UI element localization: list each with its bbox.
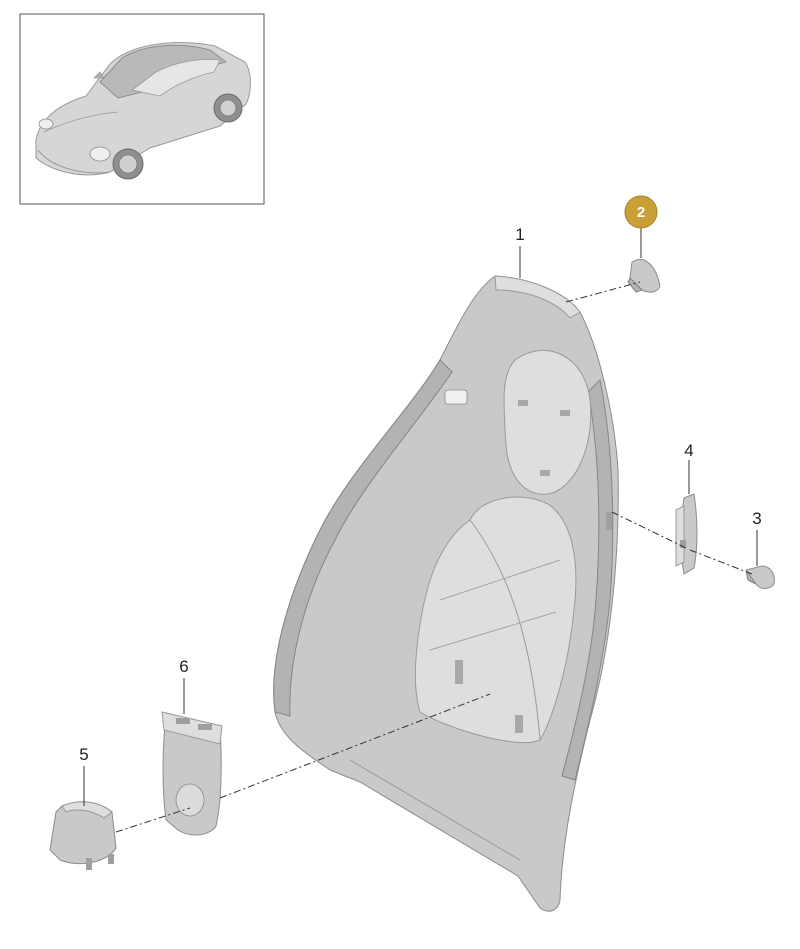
callout-3: 3: [752, 509, 761, 528]
callout-label-2: 2: [637, 204, 645, 221]
car-thumbnail: [35, 42, 251, 180]
callout-label-3: 3: [752, 509, 761, 528]
callout-label-1: 1: [515, 225, 524, 244]
front-wheel: [112, 148, 144, 180]
callout-1: 1: [515, 225, 524, 244]
callout-2: 2: [624, 195, 658, 229]
callout-label-6: 6: [179, 657, 188, 676]
bracket-part: [161, 711, 223, 836]
callout-label-4: 4: [684, 441, 693, 460]
callout-label-5: 5: [79, 745, 88, 764]
callout-2-badge: [624, 195, 658, 229]
seat-cap-part: [627, 259, 661, 293]
car-inset: [19, 13, 265, 205]
seat-backrest-shell: [273, 275, 619, 912]
retaining-clip: [745, 565, 775, 589]
callout-5: 5: [79, 745, 88, 764]
mounting-plate: [675, 493, 698, 575]
assembly-lines: [115, 281, 753, 833]
rear-wheel: [213, 93, 243, 123]
callout-4: 4: [684, 441, 693, 460]
mechanism-housing: [49, 801, 117, 870]
leader-lines: [83, 228, 758, 806]
callout-6: 6: [179, 657, 188, 676]
